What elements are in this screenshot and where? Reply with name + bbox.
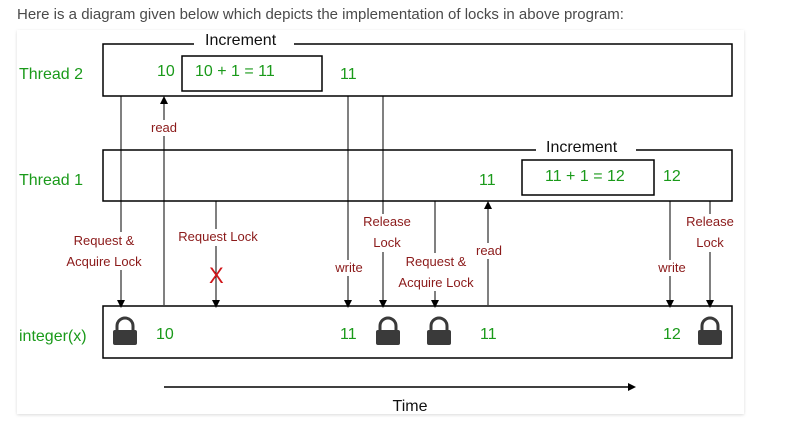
thread2-title-mask: [194, 34, 294, 50]
integer-value-2: 11: [340, 326, 357, 343]
release-label-1b: Lock: [373, 235, 401, 250]
integer-value-4: 12: [663, 326, 681, 343]
release-label-2b: Lock: [696, 235, 724, 250]
row-label-thread2: Thread 2: [19, 66, 83, 83]
thread1-value-after: 12: [663, 168, 681, 185]
request-acquire-label-1b: Acquire Lock: [66, 254, 142, 269]
integer-lane: [102, 305, 733, 359]
lock-icon: [427, 316, 451, 345]
release-label-1a: Release: [363, 214, 411, 229]
thread2-value-before: 10: [157, 63, 175, 80]
thread2-lane: [102, 43, 733, 97]
thread1-value-before: 11: [479, 172, 496, 189]
thread1-title-mask: [536, 140, 636, 156]
request-acquire-label-1a: Request &: [74, 233, 135, 248]
request-acquire-label-2a: Request &: [406, 254, 467, 269]
thread1-lane: [102, 149, 733, 202]
integer-value-3: 11: [480, 326, 497, 343]
row-label-integer: integer(x): [19, 328, 87, 345]
read-label-1: read: [151, 120, 177, 135]
thread1-increment-title: Increment: [546, 139, 618, 156]
request-lock-label: Request Lock: [178, 229, 258, 244]
thread2-increment-title: Increment: [205, 32, 277, 49]
lock-icon: [376, 316, 400, 345]
thread2-operation: 10 + 1 = 11: [195, 63, 275, 80]
page-caption: Here is a diagram given below which depi…: [17, 6, 624, 23]
release-label-2a: Release: [686, 214, 734, 229]
thread1-operation: 11 + 1 = 12: [545, 168, 625, 185]
request-acquire-label-2b: Acquire Lock: [398, 275, 474, 290]
write-label-1: write: [334, 260, 362, 275]
time-axis-label: Time: [393, 398, 428, 415]
thread2-operation-box: [181, 55, 323, 92]
lock-icon: [113, 316, 137, 345]
lock-icon: [698, 316, 722, 345]
row-label-thread1: Thread 1: [19, 172, 83, 189]
thread2-value-after: 11: [340, 66, 357, 83]
blocked-x-mark: X: [209, 263, 224, 288]
read-label-2: read: [476, 243, 502, 258]
thread1-operation-box: [521, 159, 655, 196]
integer-value-1: 10: [156, 326, 174, 343]
write-label-2: write: [657, 260, 685, 275]
